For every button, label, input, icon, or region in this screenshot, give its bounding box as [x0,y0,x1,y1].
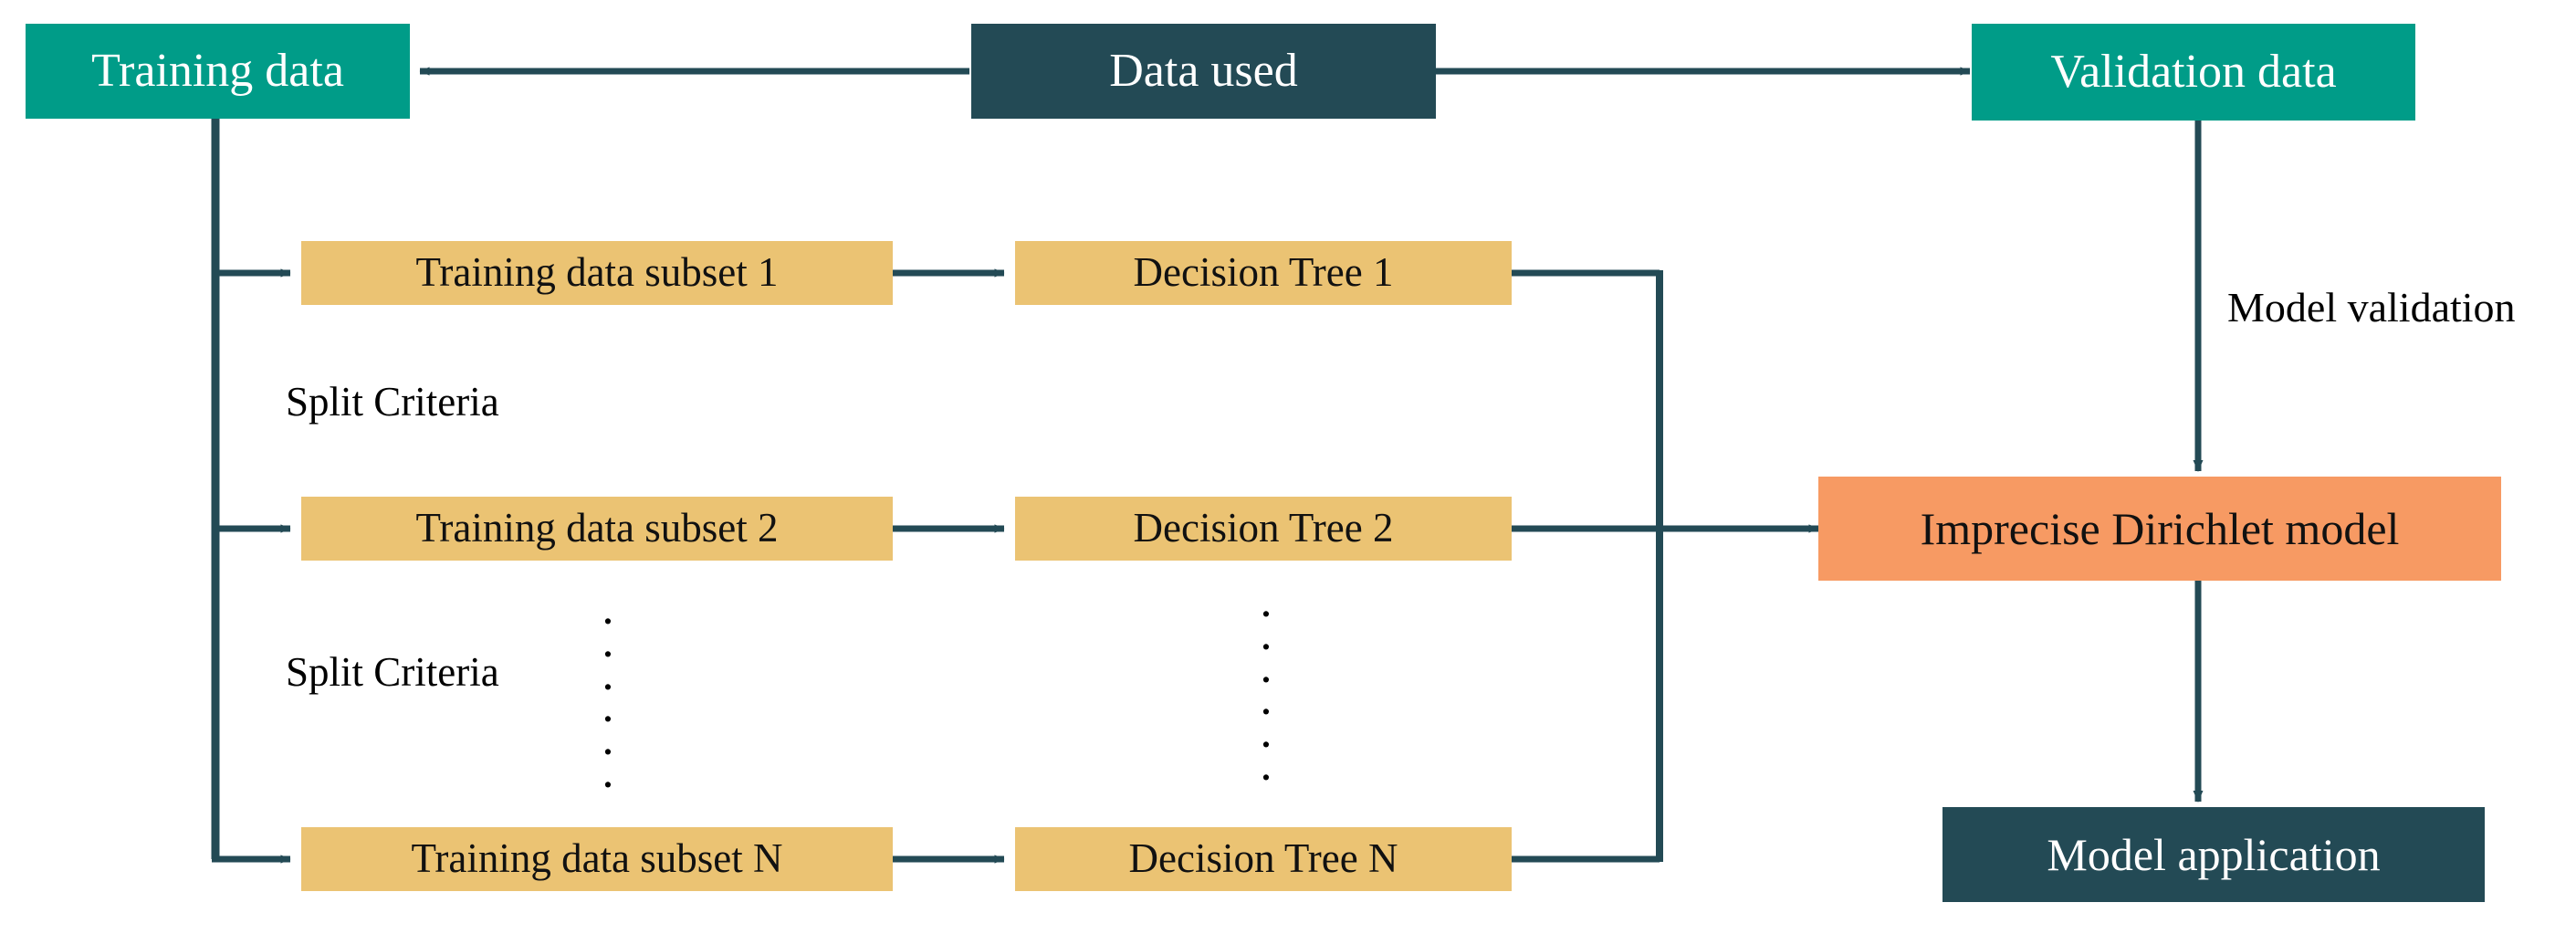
label-model-validation: Model validation [2227,284,2516,331]
ellipsis-dot: · [1260,693,1272,731]
node-decision-tree-n[interactable]: Decision Tree N [1015,827,1512,891]
node-training-data-subset-n[interactable]: Training data subset N [301,827,893,891]
node-imprecise-dirichlet-model[interactable]: Imprecise Dirichlet model [1818,477,2501,581]
ellipsis-dot: · [1260,661,1272,700]
ellipsis-dot: · [1260,628,1272,667]
ellipsis-subset-upper: · · · [589,603,627,708]
ellipsis-dot: · [602,668,614,708]
ellipsis-dot: · [1260,759,1272,798]
ellipsis-dot: · [1260,726,1272,765]
node-decision-tree-1[interactable]: Decision Tree 1 [1015,241,1512,305]
node-validation-data[interactable]: Validation data [1972,24,2415,121]
node-decision-tree-2[interactable]: Decision Tree 2 [1015,497,1512,561]
label-split-criteria-lower: Split Criteria [286,649,499,695]
label-split-criteria-upper: Split Criteria [286,379,499,425]
node-data-used[interactable]: Data used [971,24,1436,119]
ellipsis-dot: · [602,635,614,675]
ellipsis-subset-lower: · · · [589,700,627,805]
ellipsis-tree-lower: · · · [1247,693,1285,798]
ellipsis-dot: · [602,733,614,772]
ellipsis-dot: · [602,766,614,805]
node-training-data-subset-1[interactable]: Training data subset 1 [301,241,893,305]
ellipsis-tree-upper: · · · [1247,595,1285,700]
node-model-application[interactable]: Model application [1942,807,2485,902]
ellipsis-dot: · [602,603,614,641]
node-training-data[interactable]: Training data [26,24,410,119]
ellipsis-dot: · [1260,595,1272,634]
ellipsis-dot: · [602,700,614,739]
node-training-data-subset-2[interactable]: Training data subset 2 [301,497,893,561]
